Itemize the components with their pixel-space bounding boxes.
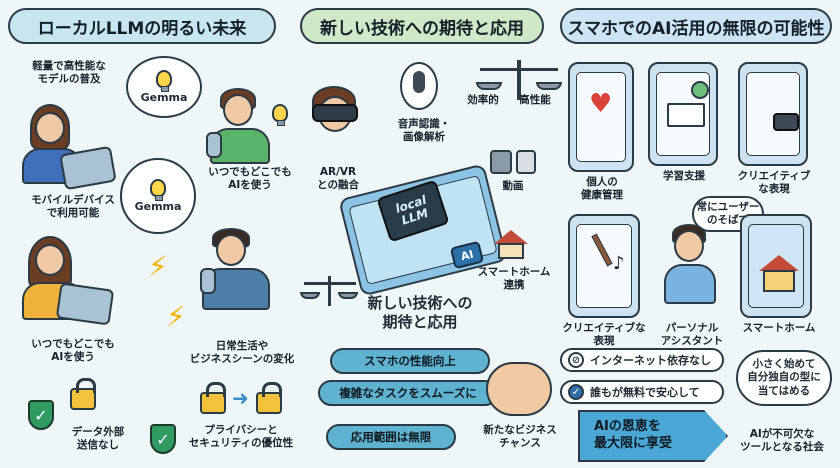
banner-left-title: ローカルLLMの明るい未来 — [37, 18, 247, 39]
benefit-arrow: AIの恩恵を 最大限に享受 — [578, 410, 728, 462]
camera-device-icon — [516, 150, 536, 174]
paintbrush-icon — [591, 233, 613, 267]
phone-creative-bottom: ♪ — [568, 214, 640, 318]
label-creative-bottom: クリエイティブな 表現 — [562, 322, 646, 348]
no-internet-label: インターネット依存なし — [590, 354, 711, 367]
phone-health: ♥ — [568, 62, 634, 172]
phone-device — [206, 132, 222, 158]
heart-icon: ♥ — [589, 89, 613, 119]
label-personal-assistant: パーソナル アシスタント — [660, 322, 724, 348]
label-ar-vr: AR/VR との融合 — [317, 166, 359, 192]
ribbon-infinite-apps: 応用範囲は無限 — [326, 424, 456, 450]
label-lightweight-models: 軽量で高性能な モデルの普及 — [32, 60, 106, 86]
arrow-right-icon: ➜ — [232, 386, 249, 410]
speech-always-label: 常にユーザー のそばで — [696, 200, 760, 226]
start-small-label: 小さく始めて 自分独自の型に 当てはめる — [747, 358, 821, 397]
lightbulb-icon — [150, 179, 166, 201]
banner-center-title: 新しい技術への期待と応用 — [320, 18, 524, 39]
music-note-icon: ♪ — [613, 253, 625, 274]
microphone-icon — [400, 62, 438, 110]
banner-smartphone-ai: スマホでのAI活用の無限の可能性 — [560, 8, 832, 44]
label-video: 動画 — [502, 180, 524, 192]
label-anywhere-top: いつでもどこでも AIを使う — [208, 166, 292, 192]
check-circle-icon: ✓ — [568, 384, 584, 400]
ribbon-infinite-apps-label: 応用範囲は無限 — [350, 430, 432, 444]
lock-icon — [200, 382, 226, 414]
label-mobile-available: モバイルデバイス で利用可能 — [31, 194, 115, 220]
label-voice-image: 音声認識・ 画像解析 — [397, 118, 451, 144]
chip-label: local LLM — [393, 192, 430, 228]
free-safe-label: 誰もが無料で安心して — [590, 386, 700, 399]
phone-smarthome — [740, 214, 812, 318]
label-no-data-transfer: データ外部 送信なし — [71, 426, 125, 452]
label-efficient: 効率的 — [467, 94, 499, 106]
house-icon — [494, 230, 528, 260]
no-entry-icon: ⊘ — [568, 352, 584, 368]
pill-no-internet: ⊘ インターネット依存なし — [560, 348, 724, 372]
ai-badge-label: AI — [459, 247, 475, 263]
speaker-device-icon — [490, 150, 512, 174]
lock-icon — [70, 378, 96, 410]
cloud-start-small: 小さく始めて 自分独自の型に 当てはめる — [736, 350, 832, 406]
shield-check-icon: ✓ — [28, 400, 54, 430]
book-icon — [667, 103, 705, 127]
balance-scale-icon — [474, 60, 564, 104]
gemma-top-label: Gemma — [140, 91, 188, 104]
ribbon-smooth-tasks: 複雑なタスクをスムーズに — [318, 380, 498, 406]
shield-check-icon: ✓ — [150, 424, 176, 454]
label-smarthome-right: スマートホーム — [742, 322, 816, 334]
phone-creative-top — [738, 62, 808, 166]
label-high-performance: 高性能 — [519, 94, 551, 106]
lightbulb-icon — [272, 104, 288, 126]
lightning-icon: ⚡ — [166, 300, 186, 333]
label-privacy-security: プライバシーと セキュリティの優位性 — [188, 424, 294, 450]
house-icon — [759, 255, 799, 295]
phone-learning — [648, 62, 718, 166]
scale-icon-small — [300, 276, 360, 310]
banner-new-tech: 新しい技術への期待と応用 — [300, 8, 544, 44]
lightbulb-icon — [156, 70, 172, 92]
ribbon-performance: スマホの性能向上 — [330, 348, 490, 374]
label-anywhere-bottom: いつでもどこでも AIを使う — [31, 338, 115, 364]
label-new-business: 新たなビジネス チャンス — [483, 424, 557, 450]
banner-right-title: スマホでのAI活用の無限の可能性 — [567, 18, 825, 39]
gemma-center-label: Gemma — [134, 200, 182, 213]
gemma-bubble-center: Gemma — [120, 158, 196, 234]
lightning-icon: ⚡ — [148, 250, 168, 283]
ribbon-smooth-tasks-label: 複雑なタスクをスムーズに — [339, 386, 477, 400]
tablet-device — [59, 145, 117, 191]
label-daily-business: 日常生活や ビジネスシーンの変化 — [189, 340, 295, 366]
label-health: 個人の 健康管理 — [581, 176, 623, 202]
vr-headset-icon — [312, 104, 358, 122]
tablet-device — [55, 282, 115, 326]
benefit-label: AIの恩恵を 最大限に享受 — [594, 419, 673, 451]
ribbon-performance-label: スマホの性能向上 — [364, 354, 456, 368]
phone-device — [200, 268, 216, 294]
pill-free-safe: ✓ 誰もが無料で安心して — [560, 380, 724, 404]
center-subtitle: 新しい技術への 期待と応用 — [367, 294, 473, 331]
handshake-icon — [486, 362, 552, 416]
label-smarthome-link: スマートホーム 連携 — [477, 266, 551, 292]
label-creative-top: クリエイティブ な表現 — [737, 170, 811, 196]
label-learning: 学習支援 — [663, 170, 705, 182]
lock-icon — [256, 382, 282, 414]
banner-local-llm-future: ローカルLLMの明るい未来 — [8, 8, 276, 44]
globe-icon — [691, 81, 709, 99]
camera-icon — [773, 113, 799, 131]
gemma-bubble-top: Gemma — [126, 56, 202, 118]
label-ai-society: AIが不可欠な ツールとなる社会 — [740, 428, 824, 454]
